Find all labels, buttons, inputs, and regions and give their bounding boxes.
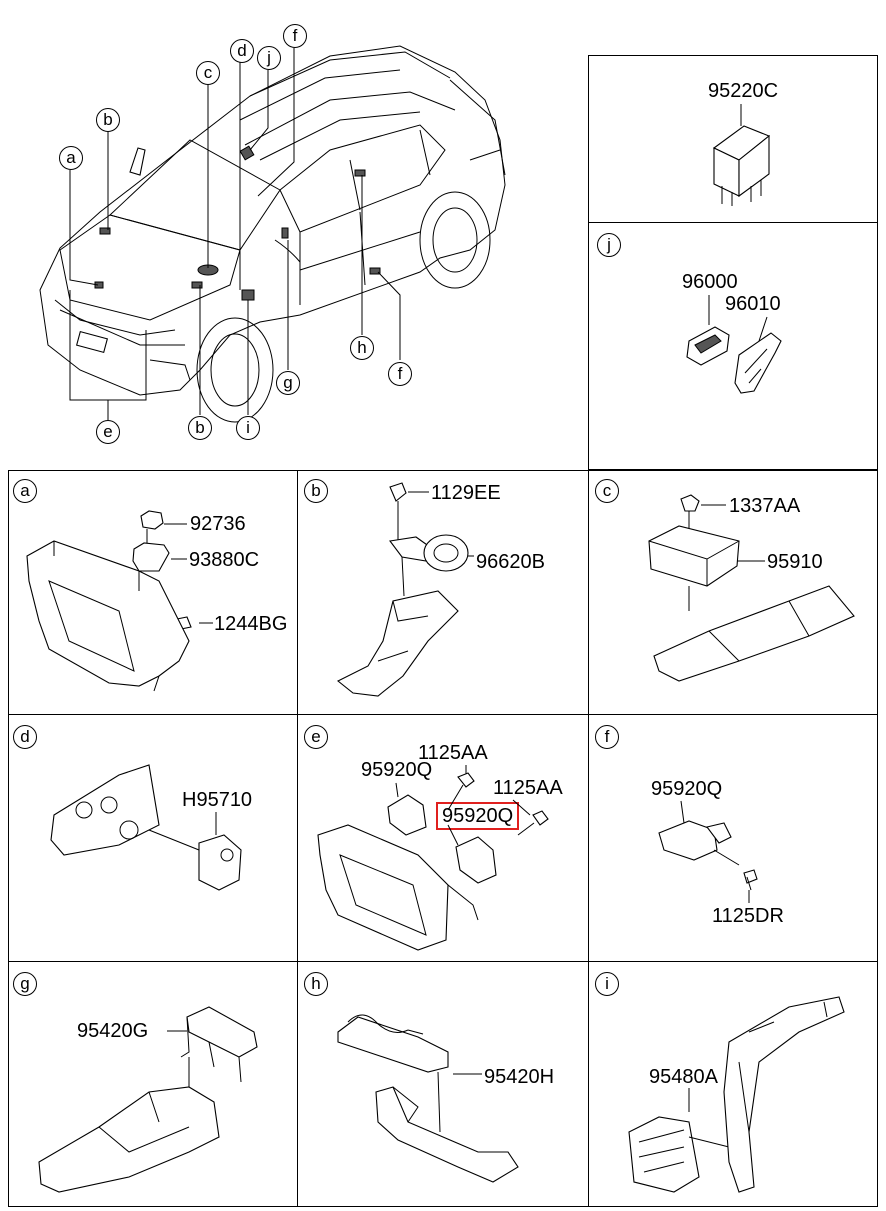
part-93880C[interactable]: 93880C: [189, 549, 260, 571]
callout-f-top[interactable]: f: [283, 24, 307, 48]
callout-c[interactable]: c: [196, 61, 220, 85]
part-1125AA-left[interactable]: 1125AA: [418, 742, 488, 764]
panel-f: f 95920Q 1125DR: [588, 714, 878, 962]
callout-f-bottom[interactable]: f: [388, 362, 412, 386]
part-95420H[interactable]: 95420H: [484, 1066, 555, 1088]
panel-b: b 1129EE 96620B: [297, 470, 589, 715]
callout-a[interactable]: a: [59, 146, 83, 170]
callout-e[interactable]: e: [96, 420, 120, 444]
callout-i[interactable]: i: [236, 416, 260, 440]
panel-a-label: a: [13, 479, 37, 503]
panel-d-label: d: [13, 725, 37, 749]
callout-j[interactable]: j: [257, 46, 281, 70]
panel-i-drawing: [589, 962, 879, 1208]
panel-i: i 95480A: [588, 961, 878, 1207]
part-1337AA[interactable]: 1337AA: [729, 495, 801, 517]
panel-c-drawing: [589, 471, 879, 716]
part-1244BG[interactable]: 1244BG: [214, 613, 288, 635]
callout-h[interactable]: h: [350, 336, 374, 360]
panel-g-drawing: [9, 962, 299, 1208]
part-92736[interactable]: 92736: [190, 513, 246, 535]
panel-f-label: f: [595, 725, 619, 749]
vehicle-overview: a b c d j f e b i g h f: [0, 0, 588, 470]
key-icons: [589, 223, 879, 471]
panel-h: h 95420H: [297, 961, 589, 1207]
panel-b-drawing: [298, 471, 590, 716]
panel-relay: 95220C: [588, 55, 878, 223]
part-95920Q-left[interactable]: 95920Q: [361, 759, 433, 781]
part-1129EE[interactable]: 1129EE: [431, 482, 501, 504]
panel-a: a 92736 93880C 1244BG: [8, 470, 298, 715]
panel-d: d H95710: [8, 714, 298, 962]
callout-b-bottom[interactable]: b: [188, 416, 212, 440]
panel-h-drawing: [298, 962, 590, 1208]
relay-icon: [589, 56, 879, 224]
part-1125DR[interactable]: 1125DR: [712, 905, 784, 927]
callout-b-top[interactable]: b: [96, 108, 120, 132]
panel-g: g 95420G: [8, 961, 298, 1207]
part-95420G[interactable]: 95420G: [77, 1020, 149, 1042]
part-H95710[interactable]: H95710: [182, 789, 253, 811]
panel-j: j 96000 96010: [588, 222, 878, 470]
part-1125AA-right[interactable]: 1125AA: [493, 777, 563, 799]
panel-g-label: g: [13, 972, 37, 996]
panel-b-label: b: [304, 479, 328, 503]
panel-e-label: e: [304, 725, 328, 749]
panel-d-drawing: [9, 715, 299, 963]
panel-e: e 1125AA 95920Q 1125AA 95920Q: [297, 714, 589, 962]
part-95910[interactable]: 95910: [767, 551, 823, 573]
panel-j-label: j: [597, 233, 621, 257]
panel-c: c 1337AA 95910: [588, 470, 878, 715]
panel-c-label: c: [595, 479, 619, 503]
part-95220C[interactable]: 95220C: [708, 80, 779, 102]
panel-i-label: i: [595, 972, 619, 996]
vehicle-illustration: [0, 0, 588, 470]
panel-e-drawing: [298, 715, 590, 963]
callout-d[interactable]: d: [230, 39, 254, 63]
panel-h-label: h: [304, 972, 328, 996]
part-95920Q[interactable]: 95920Q: [651, 778, 723, 800]
part-96620B[interactable]: 96620B: [476, 551, 545, 573]
part-95920Q-highlighted[interactable]: 95920Q: [436, 802, 520, 830]
callout-g[interactable]: g: [276, 371, 300, 395]
panel-a-drawing: [9, 471, 299, 716]
part-96010[interactable]: 96010: [725, 293, 781, 315]
panel-f-drawing: [589, 715, 879, 963]
part-95480A[interactable]: 95480A: [649, 1066, 718, 1088]
part-96000[interactable]: 96000: [682, 271, 738, 293]
